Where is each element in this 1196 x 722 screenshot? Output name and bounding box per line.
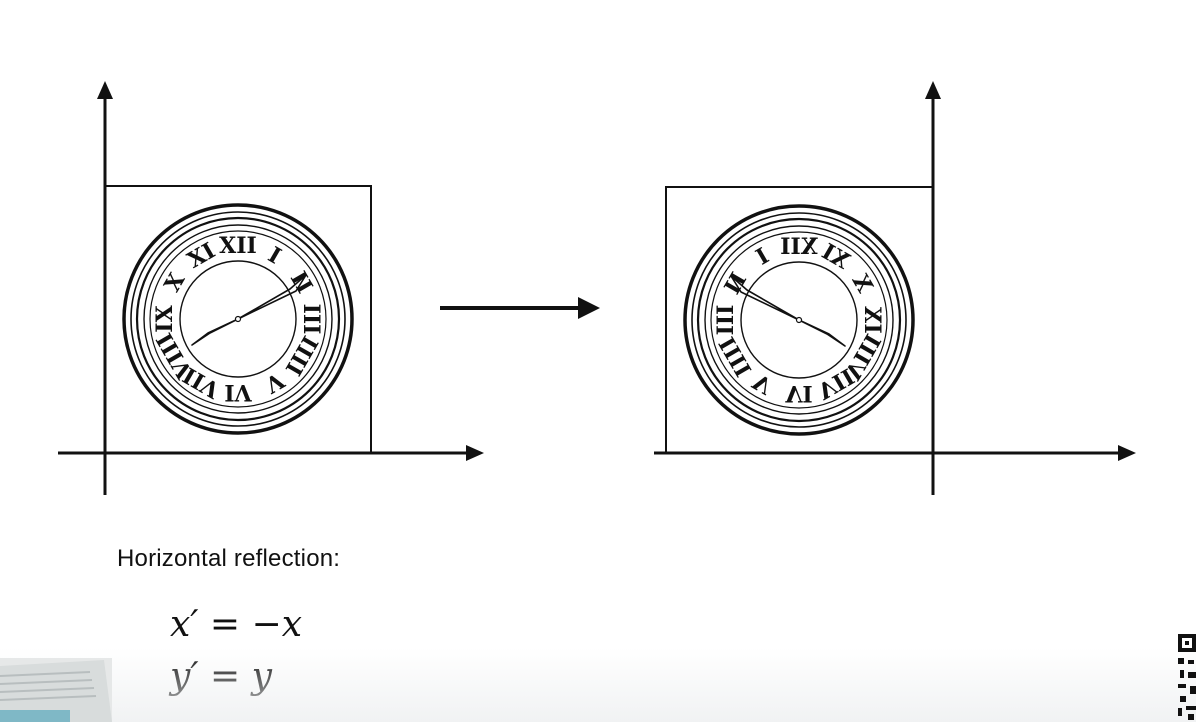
image-frame-reflected: [665, 186, 934, 454]
reflected-panel: [654, 81, 1136, 495]
image-frame-original: [104, 185, 372, 454]
clock-original: [122, 203, 354, 435]
reflection-diagram: XIIIIIIIIIIIIVVIVIIVIIIIXXXI: [58, 81, 1136, 495]
qr-code-icon: [1178, 634, 1196, 720]
original-panel: [58, 81, 484, 495]
right-arrow-icon: [440, 297, 600, 319]
y-axis-arrowhead-reflected: [925, 81, 941, 99]
x-axis-arrowhead-original: [466, 445, 484, 461]
device-corner-image: [0, 658, 112, 722]
caption: Horizontal reflection:: [117, 545, 341, 572]
clock-reflected: [683, 204, 915, 436]
y-axis-arrowhead-original: [97, 81, 113, 99]
equation-y: y′ = y: [170, 656, 272, 697]
x-axis-arrowhead-reflected: [1118, 445, 1136, 461]
equation-x: x′ = −x: [170, 604, 302, 645]
